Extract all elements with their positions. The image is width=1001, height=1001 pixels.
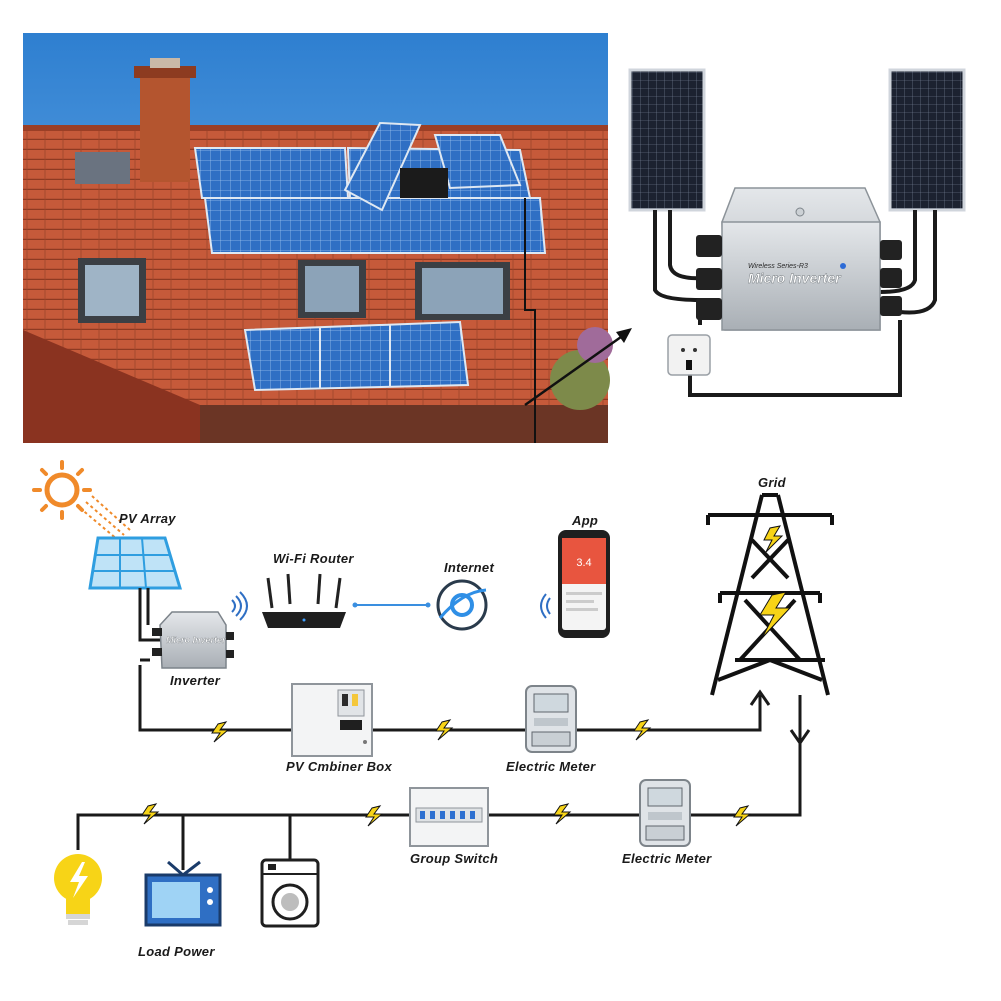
- product-solar-panel-right: [888, 68, 966, 212]
- roof-vent: [75, 152, 130, 184]
- label-electric-meter-bottom: Electric Meter: [622, 851, 712, 866]
- roof-photo: [23, 33, 632, 443]
- wifi-signal-icon: [231, 591, 248, 621]
- roof-micro-inverter: [400, 168, 448, 198]
- internet-globe-icon: [436, 579, 488, 631]
- label-load-power: Load Power: [138, 944, 215, 959]
- wire-bolts: [141, 719, 752, 827]
- label-internet: Internet: [444, 560, 495, 575]
- label-wifi-router: Wi-Fi Router: [273, 551, 354, 566]
- micro-inverter-product: Wireless Series-R3 Micro Inverter: [628, 68, 966, 397]
- roof-cable: [524, 198, 536, 443]
- grid-tower-icon: [706, 493, 834, 696]
- wifi-router-icon: [262, 573, 346, 628]
- product-solar-panel-left: [628, 68, 706, 212]
- light-bulb-icon: [54, 854, 102, 925]
- grid-arrows: [749, 689, 811, 746]
- label-electric-meter-top: Electric Meter: [506, 759, 596, 774]
- label-grid: Grid: [758, 475, 786, 490]
- label-pv-array: PV Array: [119, 511, 176, 526]
- label-combiner-box: PV Cmbiner Box: [286, 759, 393, 774]
- app-phone-icon: 3.4: [540, 530, 610, 638]
- pv-combiner-box-icon: [291, 683, 373, 757]
- wall-socket: [667, 334, 711, 376]
- product-series-text: Wireless Series-R3: [748, 263, 808, 270]
- skylight-windows: [78, 258, 510, 323]
- bush: [550, 350, 610, 410]
- product-title-text: Micro Inverter: [748, 270, 842, 286]
- television-icon: [144, 860, 222, 927]
- label-app: App: [572, 513, 599, 528]
- electric-meter-bottom-icon: [639, 779, 691, 847]
- app-value: 3.4: [576, 557, 591, 569]
- roof-solar-panels-lower: [243, 320, 470, 392]
- sun-icon: [32, 460, 131, 541]
- washing-machine-icon: [260, 858, 320, 928]
- label-inverter: Inverter: [170, 673, 221, 688]
- diagram-inverter-icon: Micro Inverter: [152, 591, 248, 669]
- app-wifi-signal-icon: [540, 593, 551, 619]
- pv-array-icon: [88, 536, 183, 625]
- diagram-inverter-badge: Micro Inverter: [166, 635, 226, 645]
- electric-meter-top-icon: [525, 685, 577, 753]
- grid-bolts: [759, 525, 792, 639]
- label-group-switch: Group Switch: [410, 851, 499, 866]
- chimney: [134, 58, 196, 182]
- zoom-arrow: [524, 328, 632, 407]
- group-switch-icon: [409, 787, 489, 847]
